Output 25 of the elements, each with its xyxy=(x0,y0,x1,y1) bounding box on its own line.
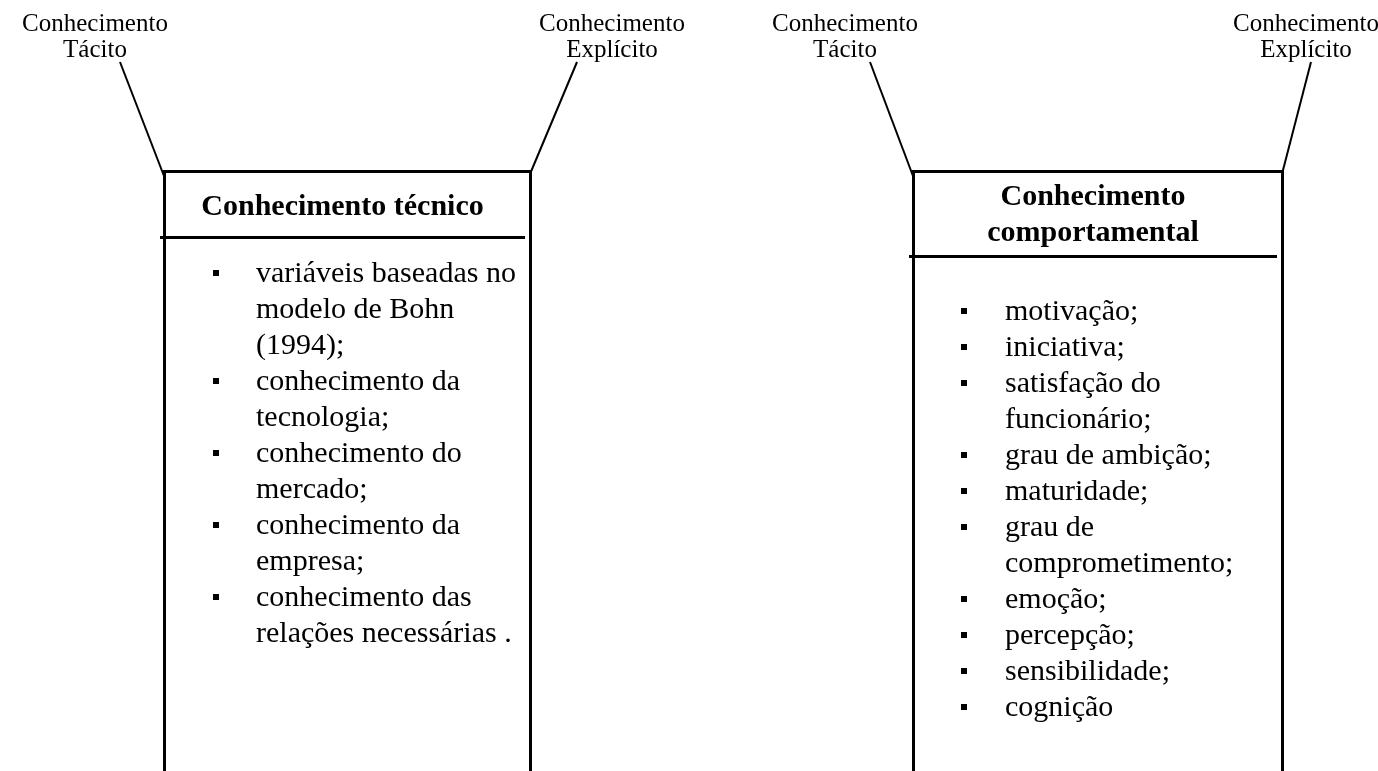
leader-label: Conhecimento Tácito xyxy=(22,10,168,62)
list-item: maturidade; xyxy=(1005,473,1149,506)
list-item: emoção; xyxy=(1005,581,1107,614)
leader-line xyxy=(119,61,165,177)
list-item: grau de ambição; xyxy=(1005,437,1212,470)
list-item: motivação; xyxy=(1005,293,1139,326)
list-item: cognição xyxy=(1005,689,1114,722)
list-item: grau de comprometimento; xyxy=(1005,509,1234,578)
list-item: percepção; xyxy=(1005,617,1135,650)
knowledge-panel xyxy=(912,170,1284,771)
leader-label: Conhecimento Explícito xyxy=(1233,10,1378,62)
leader-label: Conhecimento Explícito xyxy=(539,10,685,62)
list-item: satisfação do funcionário; xyxy=(1005,365,1161,434)
panel-heading: Conhecimento técnico xyxy=(160,173,525,239)
list-item: variáveis baseadas no modelo de Bohn (1994); xyxy=(256,255,516,360)
knowledge-panel xyxy=(163,170,532,771)
leader-line xyxy=(869,61,914,177)
list-item: iniciativa; xyxy=(1005,329,1125,362)
list-item: sensibilidade; xyxy=(1005,653,1170,686)
list-item: conhecimento da tecnologia; xyxy=(256,363,461,432)
list-item: conhecimento do mercado; xyxy=(256,435,462,504)
panel-heading: Conhecimento comportamental xyxy=(909,173,1277,258)
leader-label: Conhecimento Tácito xyxy=(772,10,918,62)
list-item: conhecimento da empresa; xyxy=(256,507,461,576)
list-item: conhecimento das relações necessárias . xyxy=(256,579,512,648)
